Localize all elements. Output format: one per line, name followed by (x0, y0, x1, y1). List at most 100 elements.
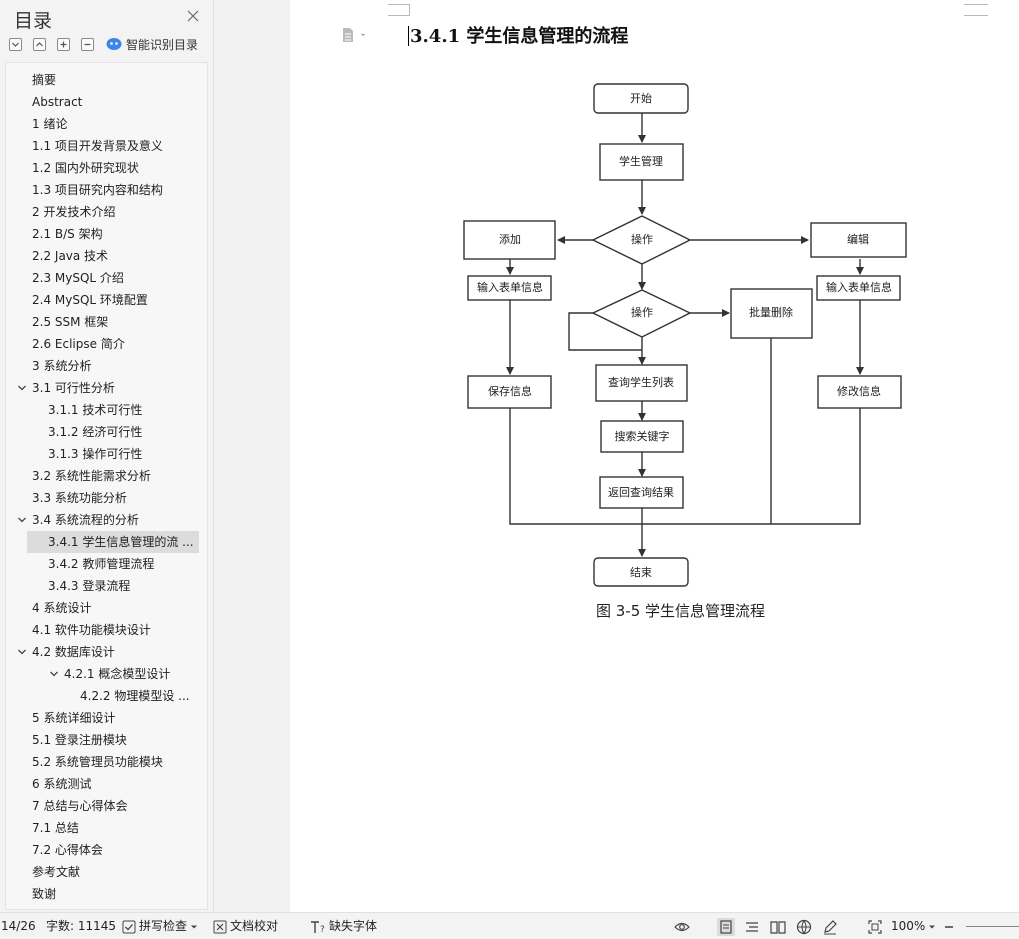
document-page[interactable]: 3.4.1 学生信息管理的流程 (290, 0, 1019, 912)
toc-item[interactable]: 2 开发技术介绍 (6, 201, 206, 223)
toc-item[interactable]: 2.2 Java 技术 (6, 245, 206, 267)
figure-caption: 图 3-5 学生信息管理流程 (596, 602, 766, 620)
toc-item[interactable]: 1.2 国内外研究现状 (6, 157, 206, 179)
node-query-list: 查询学生列表 (608, 375, 674, 389)
toc-item-label: 7.1 总结 (32, 821, 79, 835)
toc-item[interactable]: 致谢 (6, 883, 206, 905)
toc-title: 目录 (14, 10, 53, 32)
node-start: 开始 (630, 91, 652, 105)
toc-item[interactable]: 7 总结与心得体会 (6, 795, 206, 817)
zoom-out-button[interactable] (944, 913, 957, 939)
toc-item[interactable]: 2.1 B/S 架构 (6, 223, 206, 245)
spell-check-label: 拼写检查 (139, 919, 188, 933)
chevron-down-icon[interactable] (49, 669, 59, 679)
spell-check-icon (122, 920, 136, 933)
toc-item[interactable]: Abstract (6, 91, 206, 113)
missing-font-label: 缺失字体 (329, 919, 378, 933)
missing-font-button[interactable]: ? 缺失字体 (310, 913, 377, 939)
toc-item[interactable]: 2.4 MySQL 环境配置 (6, 289, 206, 311)
toc-item-label: 3.1.2 经济可行性 (48, 425, 143, 439)
toc-item[interactable]: 3 系统分析 (6, 355, 206, 377)
toc-item[interactable]: 3.4.3 登录流程 (6, 575, 206, 597)
toc-item[interactable]: 3.1 可行性分析 (6, 377, 206, 399)
eye-protection-icon[interactable] (673, 918, 691, 936)
chevron-down-icon[interactable] (17, 647, 27, 657)
toc-item[interactable]: 3.3 系统功能分析 (6, 487, 206, 509)
toc-item-label: 4.2.2 物理模型设 ... (80, 689, 190, 703)
smart-toc-button[interactable]: 智能识别目录 (106, 36, 198, 53)
toc-item[interactable]: 摘要 (6, 69, 206, 91)
toc-item[interactable]: 3.4.2 教师管理流程 (6, 553, 206, 575)
toc-item[interactable]: 2.6 Eclipse 简介 (6, 333, 206, 355)
toc-item[interactable]: 4.2.1 概念模型设计 (6, 663, 206, 685)
node-modify: 修改信息 (837, 384, 881, 398)
toc-item[interactable]: 3.4.1 学生信息管理的流 ... (27, 531, 199, 553)
toc-item[interactable]: 6 系统测试 (6, 773, 206, 795)
toc-item[interactable]: 2.5 SSM 框架 (6, 311, 206, 333)
web-view-icon[interactable] (795, 918, 813, 936)
toc-item-label: 参考文献 (32, 865, 81, 879)
toc-item[interactable]: 4.1 软件功能模块设计 (6, 619, 206, 641)
crop-mark (964, 4, 988, 16)
chevron-down-icon[interactable] (17, 383, 27, 393)
collapse-all-icon[interactable] (81, 37, 94, 51)
close-icon[interactable] (185, 8, 201, 24)
chevron-down-icon[interactable] (17, 515, 27, 525)
document-menu-icon[interactable] (342, 27, 368, 47)
crop-mark (388, 4, 410, 16)
node-input-form-left: 输入表单信息 (477, 280, 543, 294)
toc-item-label: 3.4.2 教师管理流程 (48, 557, 155, 571)
word-count[interactable]: 字数: 11145 (46, 919, 117, 933)
proofread-icon (213, 920, 227, 933)
toc-item-label: 2.3 MySQL 介绍 (32, 271, 124, 285)
zoom-slider[interactable] (966, 926, 1019, 927)
toc-item[interactable]: 5.2 系统管理员功能模块 (6, 751, 206, 773)
spell-check-button[interactable]: 拼写检查 (122, 913, 201, 939)
toc-item[interactable]: 2.3 MySQL 介绍 (6, 267, 206, 289)
node-batch-delete: 批量删除 (749, 305, 793, 319)
toc-item[interactable]: 7.1 总结 (6, 817, 206, 839)
toc-item[interactable]: 1 绪论 (6, 113, 206, 135)
page-indicator[interactable]: 14/26 (1, 919, 36, 933)
expand-all-icon[interactable] (57, 37, 70, 51)
pen-annotate-icon[interactable] (821, 918, 839, 936)
toc-item-label: 3.4 系统流程的分析 (32, 513, 139, 527)
toc-item-label: 4.2.1 概念模型设计 (64, 667, 171, 681)
toc-toolbar: 智能识别目录 (9, 36, 198, 52)
toc-item[interactable]: 3.2 系统性能需求分析 (6, 465, 206, 487)
page-view-icon[interactable] (717, 918, 735, 936)
zoom-level-select[interactable]: 100% (891, 913, 939, 939)
chevron-down-icon (929, 925, 936, 928)
collapse-down-icon[interactable] (9, 37, 22, 51)
toc-item-label: 3.4.1 学生信息管理的流 ... (48, 535, 194, 549)
fit-page-icon[interactable] (866, 918, 884, 936)
toc-item[interactable]: 3.4 系统流程的分析 (6, 509, 206, 531)
toc-item[interactable]: 7.2 心得体会 (6, 839, 206, 861)
toc-item-label: 2.4 MySQL 环境配置 (32, 293, 148, 307)
minus-icon (945, 925, 953, 928)
node-save: 保存信息 (488, 384, 532, 398)
toc-item[interactable]: 3.1.2 经济可行性 (6, 421, 206, 443)
toc-item[interactable]: 4.2.2 物理模型设 ... (6, 685, 206, 707)
toc-item[interactable]: 参考文献 (6, 861, 206, 883)
reading-view-icon[interactable] (769, 918, 787, 936)
proofread-button[interactable]: 文档校对 (213, 913, 278, 939)
node-search-keyword: 搜索关键字 (615, 429, 670, 443)
toc-item[interactable]: 4 系统设计 (6, 597, 206, 619)
toc-item[interactable]: 1.1 项目开发背景及意义 (6, 135, 206, 157)
toc-item-label: 致谢 (32, 887, 57, 901)
outline-view-icon[interactable] (743, 918, 761, 936)
zoom-level: 100% (891, 919, 926, 933)
toc-item[interactable]: 4.2 数据库设计 (6, 641, 206, 663)
toc-item[interactable]: 3.1.3 操作可行性 (6, 443, 206, 465)
toc-item-label: 3.1.3 操作可行性 (48, 447, 143, 461)
collapse-up-icon[interactable] (33, 37, 46, 51)
toc-item-label: 7 总结与心得体会 (32, 799, 128, 813)
toc-item[interactable]: 1.3 项目研究内容和结构 (6, 179, 206, 201)
toc-item-label: 5 系统详细设计 (32, 711, 116, 725)
toc-item[interactable]: 5 系统详细设计 (6, 707, 206, 729)
toc-item[interactable]: 5.1 登录注册模块 (6, 729, 206, 751)
toc-item[interactable]: 3.1.1 技术可行性 (6, 399, 206, 421)
